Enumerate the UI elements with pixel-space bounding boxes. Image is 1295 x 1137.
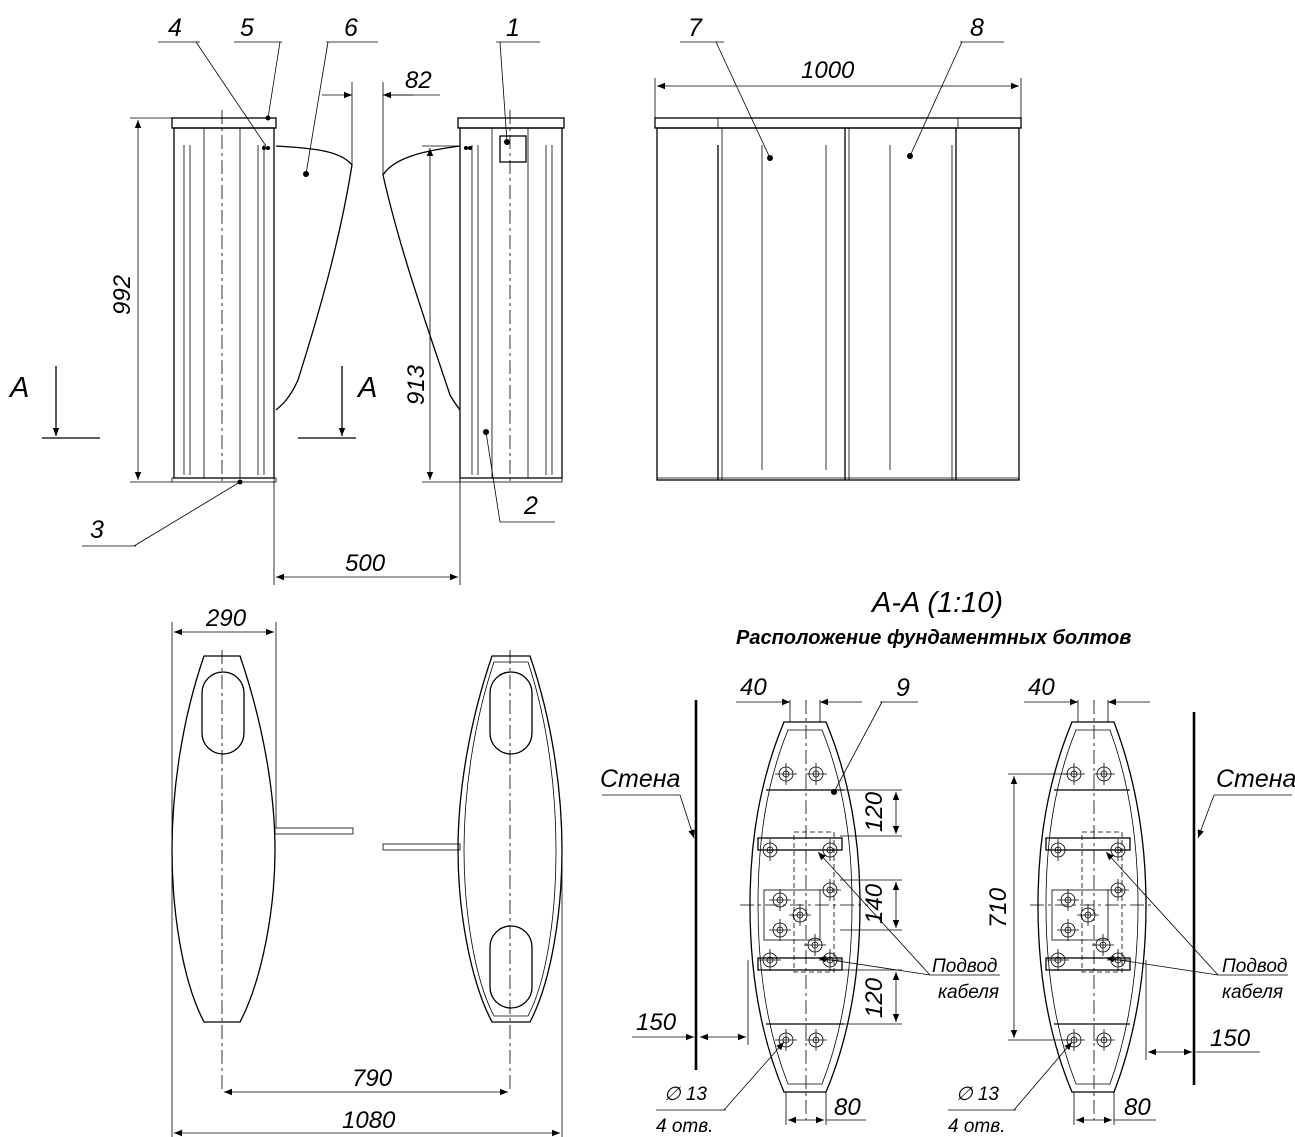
right-pillar-plan [457, 655, 563, 1023]
right-base: 40 710 Стена Подвод кабеля 150 ∅ 13 4 от… [948, 674, 1295, 1137]
dim-40-left: 40 [740, 674, 767, 701]
right-flap [382, 145, 461, 411]
section-title: A-A (1:10) [870, 587, 1003, 619]
hole-dia-right: ∅ 13 [956, 1084, 999, 1105]
left-flap [275, 145, 353, 411]
callout-8: 8 [970, 14, 984, 42]
callout-1: 1 [506, 14, 520, 42]
callout-6: 6 [344, 14, 358, 42]
front-view: 1000 7 8 [654, 14, 1022, 481]
dim-710: 710 [985, 887, 1012, 928]
left-pillar-plan [171, 655, 276, 1023]
dim-150-left: 150 [636, 1009, 677, 1036]
dim-40-right: 40 [1028, 674, 1055, 701]
section-mark-right: A [356, 372, 377, 404]
cable-label-left-1: Подвод [932, 956, 997, 977]
dim-500: 500 [345, 550, 386, 577]
dim-82: 82 [405, 67, 432, 94]
dim-790: 790 [352, 1065, 393, 1092]
dim-992: 992 [109, 275, 136, 315]
right-pillar [457, 110, 565, 485]
callout-5: 5 [240, 14, 254, 42]
dim-1000: 1000 [801, 57, 855, 84]
wall-label-right: Стена [1216, 765, 1295, 793]
callout-4: 4 [168, 14, 182, 42]
dim-1080: 1080 [342, 1107, 396, 1134]
dim-150-right: 150 [1210, 1025, 1251, 1052]
hole-count-left: 4 отв. [656, 1116, 713, 1137]
cable-label-right-1: Подвод [1222, 956, 1287, 977]
section-subtitle: Расположение фундаментных болтов [736, 627, 1131, 649]
callout-2: 2 [523, 492, 538, 520]
dim-913: 913 [403, 364, 430, 405]
dim-120-bottom: 120 [861, 977, 888, 1018]
left-flap-plan [274, 827, 354, 835]
reader-window [499, 135, 527, 163]
right-flap-plan [382, 843, 461, 851]
dim-80-right: 80 [1124, 1094, 1151, 1121]
callouts-side: 4 5 6 1 2 3 [82, 14, 555, 547]
hole-dia-left: ∅ 13 [664, 1084, 707, 1105]
cable-label-right-2: кабеля [1222, 982, 1283, 1003]
hole-count-right: 4 отв. [948, 1116, 1005, 1137]
callout-3: 3 [90, 516, 104, 544]
left-pillar [171, 110, 277, 485]
section-mark-left: A [8, 372, 29, 404]
callout-7: 7 [688, 14, 703, 42]
cable-label-left-2: кабеля [938, 982, 999, 1003]
dim-80-left: 80 [834, 1094, 861, 1121]
left-base: 40 9 120 140 120 Стена Подвод кабеля 150 [600, 674, 1000, 1137]
callout-9: 9 [896, 674, 910, 702]
top-view: 290 790 1080 [171, 605, 563, 1137]
dim-120-top: 120 [861, 791, 888, 832]
dim-290: 290 [205, 605, 247, 632]
side-view: 82 992 913 500 A A 4 5 [8, 14, 565, 585]
wall-label-left: Стена [600, 765, 681, 793]
